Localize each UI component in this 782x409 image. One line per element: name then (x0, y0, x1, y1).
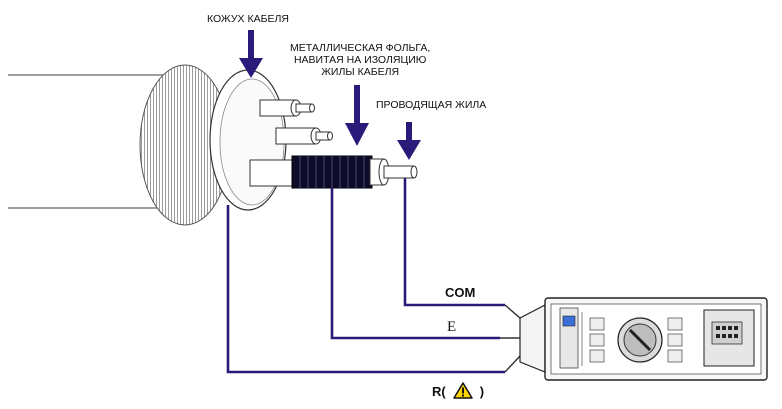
test-wires (226, 178, 505, 374)
arrow-foil (345, 85, 369, 146)
label-metal-foil-line3: ЖИЛЫ КАБЕЛЯ (321, 66, 400, 78)
wire-com (403, 178, 505, 307)
pointer-arrows (239, 30, 421, 160)
label-metal-foil: МЕТАЛЛИЧЕСКАЯ ФОЛЬГА, НАВИТАЯ НА ИЗОЛЯЦИ… (290, 42, 430, 78)
terminal-r-label: R( ) (432, 382, 484, 402)
cable-cores (249, 99, 418, 189)
label-conductor: ПРОВОДЯЩАЯ ЖИЛА (376, 99, 487, 111)
terminal-e-label: E (447, 319, 457, 335)
insulation-tester (519, 297, 768, 381)
terminal-com-label: COM (445, 285, 476, 300)
label-cable-sheath: КОЖУХ КАБЕЛЯ (207, 13, 289, 25)
terminal-r-suffix: ) (479, 384, 485, 399)
label-metal-foil-line2: НАВИТАЯ НА ИЗОЛЯЦИЮ (293, 54, 427, 66)
arrow-conductor (397, 122, 421, 160)
wire-e (330, 188, 500, 340)
terminal-r-prefix: R( (432, 384, 446, 399)
label-metal-foil-line1: МЕТАЛЛИЧЕСКАЯ ФОЛЬГА, (290, 42, 431, 54)
arrow-sheath (239, 30, 263, 78)
warning-triangle-icon (452, 382, 473, 404)
wire-r (226, 205, 505, 374)
cable-sheath (8, 64, 287, 226)
